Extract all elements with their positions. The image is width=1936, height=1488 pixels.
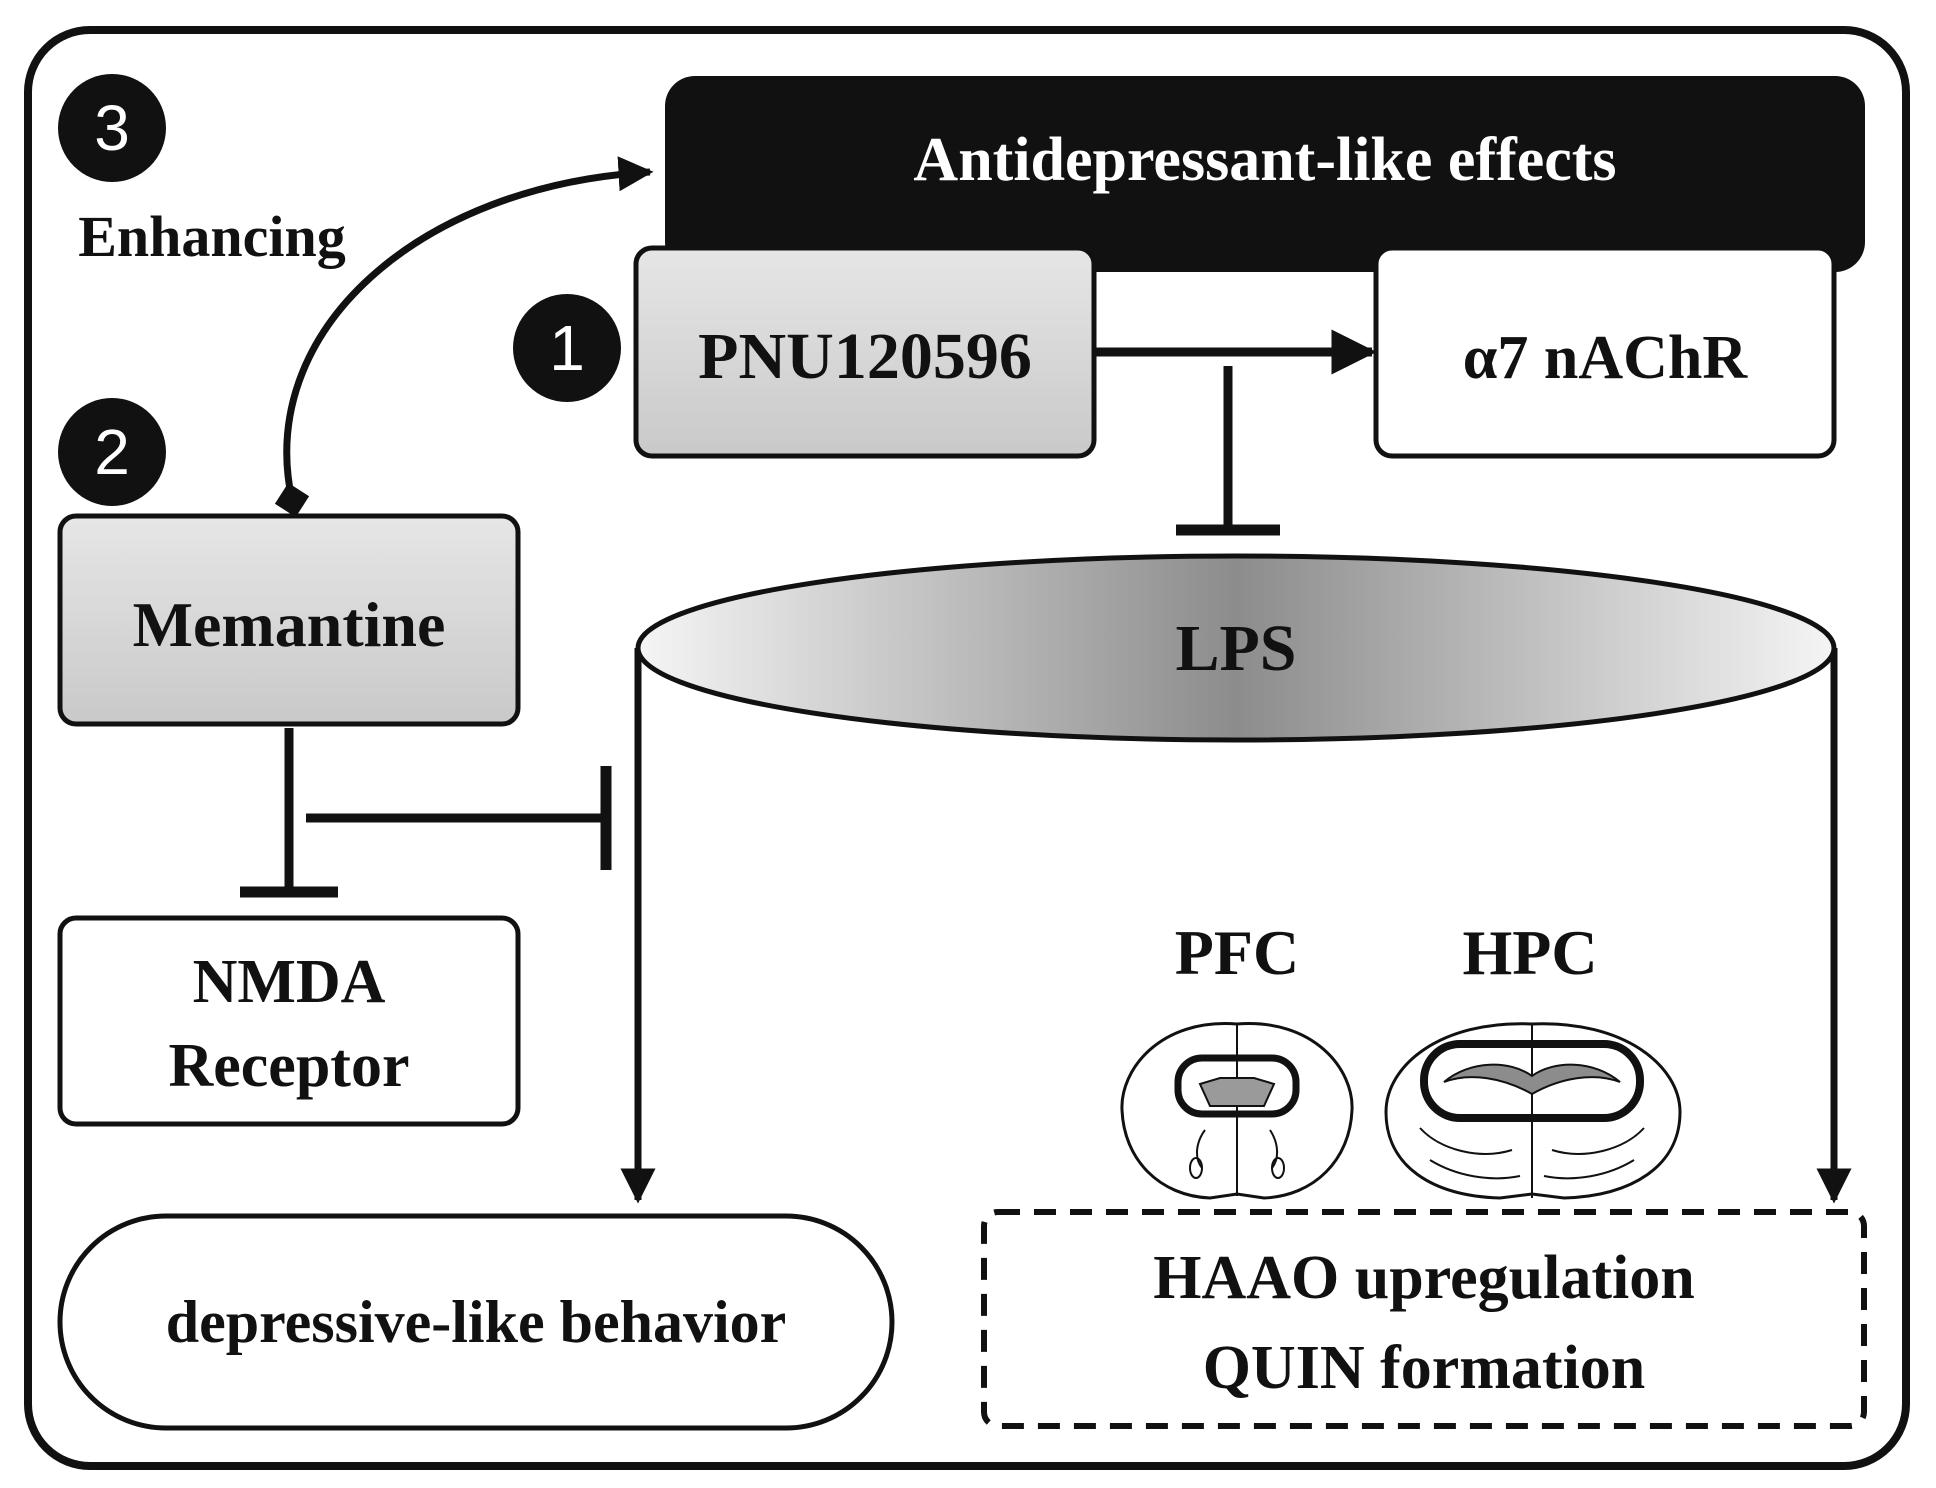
- a7-nachr-box: α7 nAChR: [1373, 245, 1837, 459]
- step-1-number: 1: [549, 312, 585, 384]
- nmda-label-line1: NMDA: [193, 948, 386, 1016]
- pfc-brain-section-icon: [1120, 1022, 1354, 1200]
- step-3-number: 3: [94, 92, 130, 164]
- enhancing-arrow: [274, 156, 654, 518]
- step-2-badge: 2: [58, 398, 166, 506]
- nmda-receptor-box: NMDA Receptor: [57, 915, 521, 1127]
- nmda-label-line2: Receptor: [169, 1032, 410, 1100]
- step-3-badge: 3: [58, 74, 166, 182]
- depressive-behavior-label: depressive-like behavior: [166, 1289, 787, 1355]
- haao-label-line2: QUIN formation: [1203, 1334, 1646, 1402]
- step-1-badge: 1: [513, 294, 621, 402]
- step-2-number: 2: [94, 416, 130, 488]
- memantine-inhibits-behavior-path: [306, 766, 612, 870]
- memantine-label: Memantine: [133, 589, 446, 660]
- lps-cylinder: LPS: [620, 553, 1852, 1204]
- a7-nachr-label: α7 nAChR: [1463, 324, 1749, 392]
- hpc-brain-section-icon: [1384, 1022, 1682, 1200]
- lps-label: LPS: [1175, 612, 1296, 685]
- pnu120596-label: PNU120596: [698, 320, 1032, 393]
- haao-label-line1: HAAO upregulation: [1153, 1244, 1694, 1312]
- antidepressant-effects-banner: Antidepressant-like effects: [665, 76, 1865, 272]
- depressive-behavior-box: depressive-like behavior: [57, 1213, 895, 1431]
- hpc-label: HPC: [1462, 917, 1597, 988]
- enhancing-label: Enhancing: [78, 204, 346, 269]
- pnu-inhibits-lps: [1176, 366, 1280, 536]
- pnu120596-box: PNU120596: [633, 245, 1097, 459]
- memantine-box: Memantine: [57, 513, 521, 727]
- pfc-label: PFC: [1175, 917, 1299, 988]
- haao-quin-box: HAAO upregulation QUIN formation: [981, 1209, 1867, 1429]
- memantine-inhibits-nmda: [240, 728, 338, 898]
- antidepressant-effects-label: Antidepressant-like effects: [913, 126, 1616, 194]
